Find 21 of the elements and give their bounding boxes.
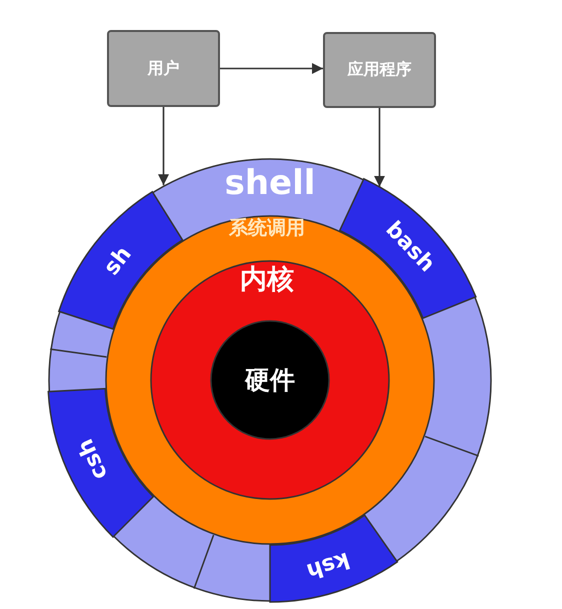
application-box xyxy=(323,32,436,108)
ring-segment xyxy=(338,177,477,320)
arrow xyxy=(220,63,323,74)
segment-label: sh xyxy=(98,242,136,280)
system-call-ring xyxy=(105,215,435,545)
circle-label: 硬件 xyxy=(245,364,295,396)
ring-label: shell xyxy=(224,163,316,203)
segment-label: csh xyxy=(73,434,114,483)
arrow xyxy=(374,108,385,187)
ring-segment xyxy=(57,190,184,331)
ring-segment xyxy=(47,387,155,538)
ring-segment xyxy=(269,514,399,603)
shell-ring xyxy=(48,158,492,602)
arrow xyxy=(158,107,169,186)
box-label: 应用程序 xyxy=(348,60,412,80)
box-label: 用户 xyxy=(148,58,180,79)
circle-label: 内核 xyxy=(240,263,294,297)
user-box xyxy=(107,30,220,107)
ring-label: 系统调用 xyxy=(229,216,305,241)
hardware-circle xyxy=(210,320,330,440)
segment-label: ksh xyxy=(304,546,353,583)
